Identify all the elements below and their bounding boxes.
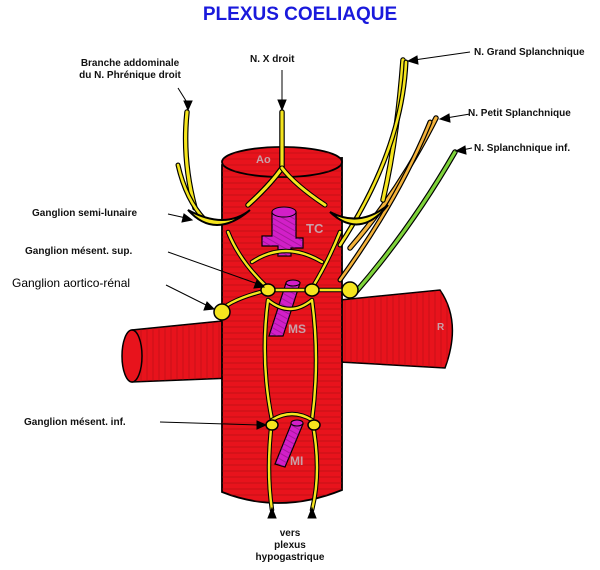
vessel-letters: Ao TC MS MI R — [256, 154, 445, 468]
label-vers-line2: plexus — [274, 540, 306, 551]
label-vers-plexus: vers plexus hypogastrique — [220, 528, 360, 564]
ganglion-mesent-sup-right — [304, 283, 320, 297]
ganglion-semi-lunaire-left — [187, 209, 251, 226]
leader-arrows — [159, 51, 473, 519]
page-title: PLEXUS COELIAQUE — [202, 4, 398, 25]
label-ganglion-semi-lunaire: Ganglion semi-lunaire — [32, 208, 138, 219]
label-nx-droit: N. X droit — [250, 54, 295, 65]
label-r: R — [437, 322, 445, 333]
label-phrenique-line2: du N. Phrénique droit — [79, 70, 181, 81]
ganglion-aortico-renal-left — [213, 303, 231, 321]
label-grand-splanchnique: N. Grand Splanchnique — [474, 47, 585, 58]
label-ganglion-aortico-renal: Ganglion aortico-rénal — [12, 276, 131, 290]
label-phrenique-line1: Branche addominale — [80, 58, 180, 69]
renal-arteries — [121, 289, 454, 383]
ganglion-semi-lunaire-right — [329, 204, 389, 226]
label-mi: MI — [290, 454, 303, 468]
label-vers-line3: hypogastrique — [255, 552, 325, 563]
label-phrenique: Branche addominale du N. Phrénique droit — [55, 58, 205, 82]
left-renal-end — [121, 329, 143, 383]
label-splanchnique-inf: N. Splanchnique inf. — [474, 143, 571, 154]
ganglion-aortico-renal-right — [341, 281, 359, 299]
label-ganglion-mesent-inf: Ganglion mésent. inf. — [24, 417, 126, 428]
label-ganglion-mesent-sup: Ganglion mésent. sup. — [25, 246, 133, 257]
label-ms: MS — [288, 322, 306, 336]
nerves — [175, 57, 458, 513]
ganglia — [187, 204, 389, 431]
label-petit-splanchnique: N. Petit Splanchnique — [468, 108, 571, 119]
ganglion-mesent-inf-right — [307, 419, 321, 431]
ganglion-mesent-inf-left — [265, 419, 279, 431]
label-vers-line1: vers — [279, 528, 301, 539]
label-ao: Ao — [256, 154, 271, 166]
label-tc: TC — [306, 221, 324, 236]
